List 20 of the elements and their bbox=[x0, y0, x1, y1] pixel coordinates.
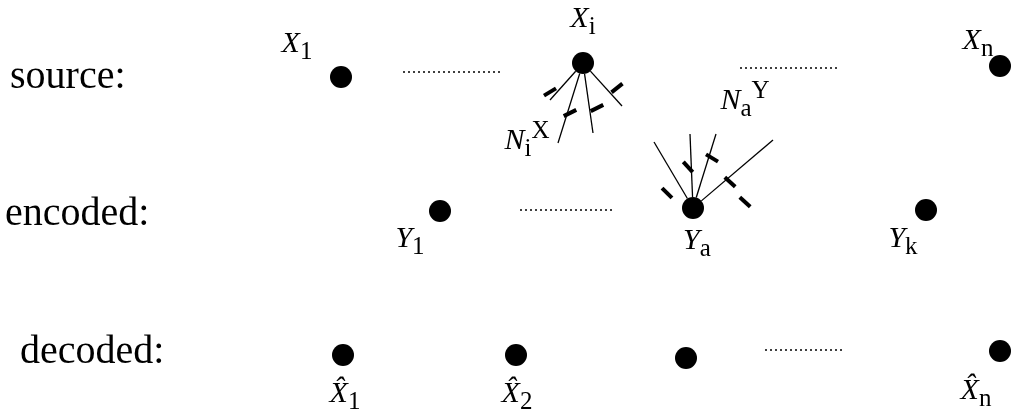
variable-label: X̂$_{2}$ bbox=[501, 377, 533, 413]
connector-line bbox=[549, 70, 577, 101]
variable-label: Y$_{1}$ bbox=[395, 222, 425, 258]
connector-line bbox=[557, 72, 581, 144]
connector-line bbox=[653, 141, 689, 200]
variable-label: X̂$_{1}$ bbox=[329, 377, 361, 413]
variable-label: Y$_{a}$ bbox=[683, 224, 711, 260]
variable-label: X̂$_{n}$ bbox=[960, 374, 992, 410]
row-label: decoded: bbox=[20, 330, 165, 370]
variable-label: X$_{n}$ bbox=[962, 24, 994, 60]
row-label: encoded: bbox=[5, 192, 150, 232]
variable-label: Y$_{k}$ bbox=[888, 222, 918, 258]
row-label: source: bbox=[10, 55, 126, 95]
connector-line bbox=[700, 139, 774, 202]
connector-line bbox=[695, 133, 717, 199]
connector-line bbox=[589, 70, 623, 107]
connector-line bbox=[583, 73, 594, 134]
variable-label: X$_{i}$ bbox=[570, 2, 596, 38]
variable-label: X$_{1}$ bbox=[281, 27, 313, 63]
connector-line bbox=[689, 133, 694, 198]
